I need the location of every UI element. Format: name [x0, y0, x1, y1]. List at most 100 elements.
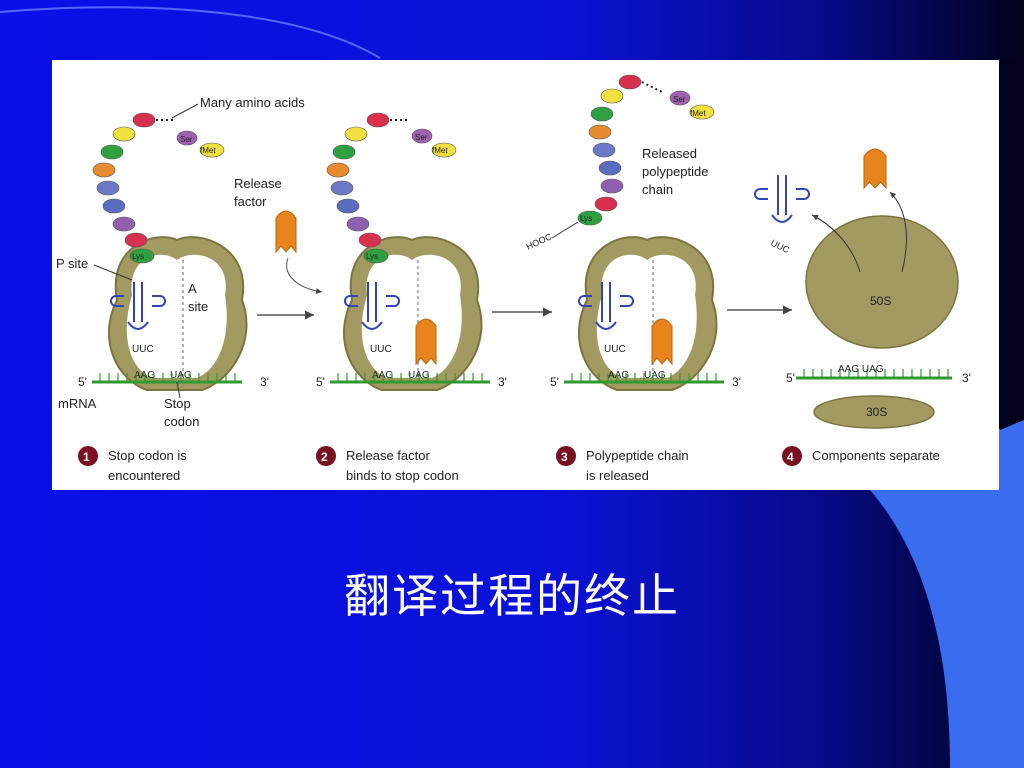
slide-caption: 翻译过程的终止: [344, 569, 680, 623]
step-caption: is released: [586, 468, 649, 483]
label-many-amino-acids: Many amino acids: [200, 95, 305, 110]
amino-acid-bead: [330, 180, 354, 196]
label-p-site: P site: [56, 256, 88, 271]
amino-acid-bead: [618, 74, 642, 90]
label-lys: Lys: [580, 214, 592, 223]
amino-acid-bead: [689, 104, 715, 120]
amino-acid-bead: [176, 130, 198, 146]
step-badge: [78, 446, 98, 466]
label-ser: Ser: [180, 135, 193, 144]
step-caption: Stop codon is: [108, 448, 187, 463]
ribosome-interior: [361, 254, 462, 378]
amino-acid-bead: [132, 112, 156, 128]
amino-acid-bead: [100, 144, 124, 160]
arrow-rf-release: [889, 191, 907, 273]
leader-line: [93, 264, 133, 281]
label-release-factor: Release: [234, 176, 282, 191]
ribosome-interior: [596, 254, 697, 378]
chain-terminus: [551, 221, 579, 239]
step-badge: [556, 446, 576, 466]
amino-acid-bead: [358, 232, 382, 248]
label-stop-codon: codon: [164, 414, 199, 429]
amino-acid-bead: [594, 196, 618, 212]
step-number: 2: [321, 450, 328, 464]
arrow-trna-release: [811, 214, 861, 273]
step-badge: [316, 446, 336, 466]
step-caption: Polypeptide chain: [586, 448, 689, 463]
amino-acid-bead: [332, 144, 356, 160]
amino-acid-bead: [344, 126, 368, 142]
amino-acid-bead: [92, 162, 116, 178]
label-3prime: 3': [260, 375, 269, 389]
amino-acid-bead: [366, 112, 390, 128]
label-3prime: 3': [732, 375, 741, 389]
leader-line: [176, 381, 181, 399]
label-released-chain: Released: [642, 146, 697, 161]
label-uag: UAG: [644, 370, 666, 381]
amino-acid-bead: [577, 210, 603, 226]
label-fmet: fMet: [432, 146, 448, 155]
step-caption: Release factor: [346, 448, 430, 463]
trna-panel-2: [344, 282, 400, 330]
label-uuc: UUC: [132, 344, 154, 355]
amino-acid-bead: [600, 178, 624, 194]
amino-acid-bead: [588, 124, 612, 140]
ribosome-interior: [126, 254, 227, 378]
amino-acid-bead: [112, 216, 136, 232]
leader-line: [171, 103, 199, 119]
amino-acid-bead: [326, 162, 350, 178]
step-caption: Components separate: [812, 448, 940, 463]
label-a-site: A: [188, 281, 197, 296]
label-mrna: mRNA: [58, 396, 97, 411]
release-factor-icon: [275, 210, 297, 254]
label-uuc: UUC: [370, 344, 392, 355]
trna-panel-3: [578, 282, 634, 330]
label-hooc: HOOC: [525, 231, 554, 252]
ribosome-50s: [805, 215, 959, 349]
label-stop-codon: Stop: [164, 396, 191, 411]
label-3prime: 3': [498, 375, 507, 389]
step-number: 1: [83, 450, 90, 464]
label-uuc: UUC: [769, 238, 791, 256]
label-fmet: fMet: [690, 109, 706, 118]
trna-stroke: [578, 282, 634, 330]
label-ser: Ser: [673, 95, 686, 104]
amino-acid-bead: [669, 90, 691, 106]
label-3prime: 3': [962, 371, 971, 385]
amino-acid-bead: [112, 126, 136, 142]
label-ser: Ser: [415, 133, 428, 142]
label-5prime: 5': [316, 375, 325, 389]
label-fmet: fMet: [200, 146, 216, 155]
release-factor-icon: [415, 318, 437, 366]
step-caption: binds to stop codon: [346, 468, 459, 483]
trna-stroke: [110, 282, 166, 330]
chain-dots: [641, 81, 663, 93]
label-5prime: 5': [550, 375, 559, 389]
trna-stroke: [344, 282, 400, 330]
label-lys: Lys: [366, 252, 378, 261]
ribosome-30s: [813, 395, 935, 429]
step-number: 3: [561, 450, 568, 464]
release-factor-released: [863, 148, 887, 190]
label-aag: AAG: [608, 370, 629, 381]
label-uuc: UUC: [604, 344, 626, 355]
amino-acid-bead: [102, 198, 126, 214]
amino-acid-bead: [96, 180, 120, 196]
label-50s: 50S: [870, 294, 891, 308]
amino-acid-bead: [600, 88, 624, 104]
label-30s: 30S: [866, 405, 887, 419]
amino-acid-bead: [411, 128, 433, 144]
amino-acid-bead: [590, 106, 614, 122]
label-lys: Lys: [132, 252, 144, 261]
amino-acid-bead: [336, 198, 360, 214]
amino-acid-bead: [431, 142, 457, 158]
label-release-factor: factor: [234, 194, 267, 209]
amino-acid-bead: [199, 142, 225, 158]
label-a-site: site: [188, 299, 208, 314]
step-badge: [782, 446, 802, 466]
label-released-chain: chain: [642, 182, 673, 197]
trna-panel-1: [110, 282, 166, 330]
